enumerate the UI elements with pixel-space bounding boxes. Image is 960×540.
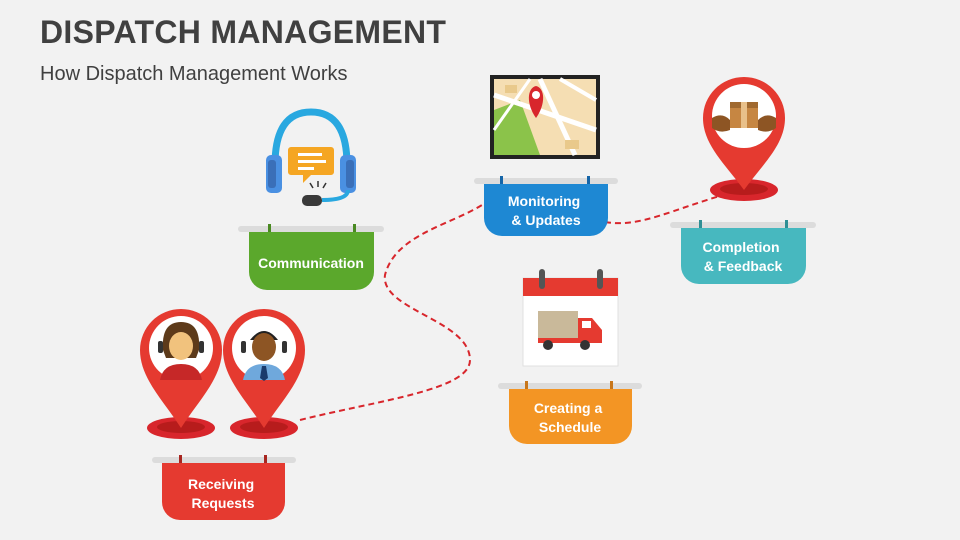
step-monitoring: Monitoring & Updates [474, 176, 618, 236]
calendar-truck-icon [522, 269, 619, 367]
agent-pins-icon [140, 309, 305, 439]
step-monitoring-label: Monitoring & Updates [508, 193, 584, 228]
step-communication: Communication [238, 224, 384, 290]
step-schedule: Creating a Schedule [498, 381, 642, 444]
step-requests: Receiving Requests [152, 455, 296, 520]
step-requests-label: Receiving Requests [188, 476, 258, 511]
page-title: DISPATCH MANAGEMENT [40, 14, 447, 50]
step-completion-label: Completion & Feedback [703, 239, 784, 274]
map-tablet-icon [490, 75, 600, 159]
step-communication-label: Communication [258, 255, 364, 271]
headset-chat-icon [266, 108, 356, 206]
dashed-route-path [299, 192, 731, 421]
step-schedule-label: Creating a Schedule [534, 400, 606, 435]
delivery-pin-icon [703, 77, 785, 201]
page-subtitle: How Dispatch Management Works [40, 63, 348, 85]
step-completion: Completion & Feedback [670, 220, 816, 284]
